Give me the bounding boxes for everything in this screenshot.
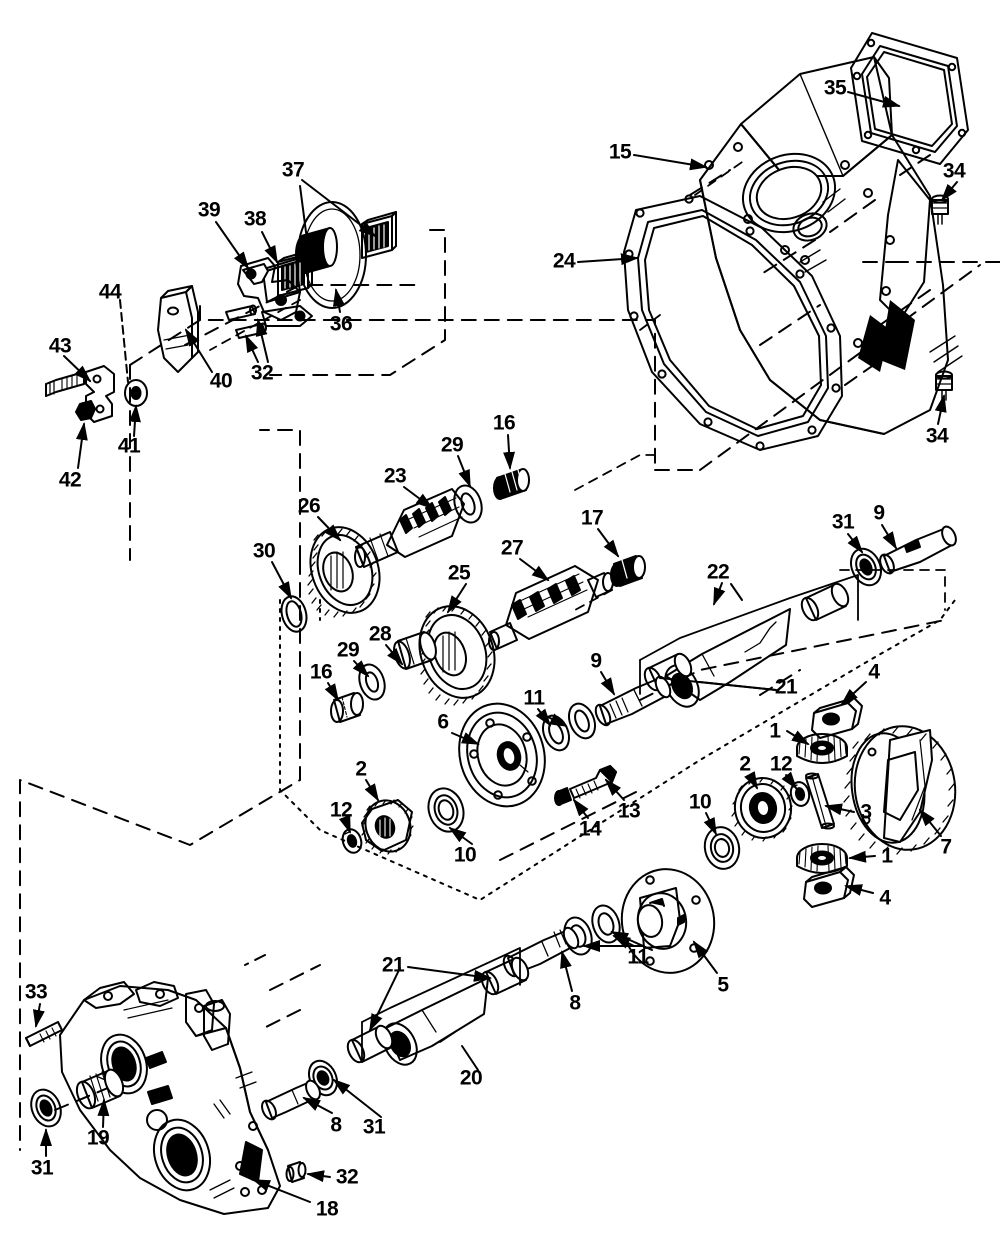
callout-13[interactable]: 13 xyxy=(617,799,641,823)
callout-14[interactable]: 14 xyxy=(578,817,602,841)
callout-1[interactable]: 1 xyxy=(881,844,893,868)
callout-32[interactable]: 32 xyxy=(335,1165,359,1189)
callout-3[interactable]: 3 xyxy=(860,800,872,824)
callout-27[interactable]: 27 xyxy=(500,536,524,560)
callout-41[interactable]: 41 xyxy=(117,434,141,458)
callout-10[interactable]: 10 xyxy=(688,790,712,814)
callout-24[interactable]: 24 xyxy=(552,249,576,273)
callout-33[interactable]: 33 xyxy=(24,980,48,1004)
callout-20[interactable]: 20 xyxy=(459,1066,483,1090)
callout-44[interactable]: 44 xyxy=(98,280,122,304)
callout-32[interactable]: 32 xyxy=(250,361,274,385)
callout-21[interactable]: 21 xyxy=(381,953,405,977)
callout-26[interactable]: 26 xyxy=(297,494,321,518)
callout-23[interactable]: 23 xyxy=(383,464,407,488)
callout-9[interactable]: 9 xyxy=(590,649,602,673)
callout-31[interactable]: 31 xyxy=(362,1115,386,1139)
callout-4[interactable]: 4 xyxy=(879,886,891,910)
callout-10[interactable]: 10 xyxy=(453,843,477,867)
callout-16[interactable]: 16 xyxy=(492,411,516,435)
callout-40[interactable]: 40 xyxy=(209,369,233,393)
callout-15[interactable]: 15 xyxy=(608,140,632,164)
callout-17[interactable]: 17 xyxy=(580,506,604,530)
callout-34[interactable]: 34 xyxy=(942,159,966,183)
callout-1[interactable]: 1 xyxy=(769,719,781,743)
callout-39[interactable]: 39 xyxy=(197,198,221,222)
callout-4[interactable]: 4 xyxy=(868,660,880,684)
callout-25[interactable]: 25 xyxy=(447,561,471,585)
callout-42[interactable]: 42 xyxy=(58,468,82,492)
callout-2[interactable]: 2 xyxy=(739,752,751,776)
callout-16[interactable]: 16 xyxy=(309,660,333,684)
callout-12[interactable]: 12 xyxy=(329,798,353,822)
callout-5[interactable]: 5 xyxy=(717,973,729,997)
callout-11[interactable]: 11 xyxy=(523,686,545,710)
callout-8[interactable]: 8 xyxy=(569,991,581,1015)
callout-12[interactable]: 12 xyxy=(769,752,793,776)
callout-43[interactable]: 43 xyxy=(48,334,72,358)
callout-8[interactable]: 8 xyxy=(330,1113,342,1137)
callout-21[interactable]: 21 xyxy=(774,675,798,699)
callout-37[interactable]: 37 xyxy=(281,158,305,182)
callout-30[interactable]: 30 xyxy=(252,539,276,563)
callout-38[interactable]: 38 xyxy=(243,207,267,231)
callout-22[interactable]: 22 xyxy=(706,560,730,584)
callout-28[interactable]: 28 xyxy=(368,622,392,646)
callout-7[interactable]: 7 xyxy=(940,835,952,859)
callout-29[interactable]: 29 xyxy=(336,638,360,662)
callout-19[interactable]: 19 xyxy=(86,1126,110,1150)
callout-9[interactable]: 9 xyxy=(873,501,885,525)
callout-6[interactable]: 6 xyxy=(437,710,449,734)
callout-31[interactable]: 31 xyxy=(831,510,855,534)
callout-35[interactable]: 35 xyxy=(823,76,847,100)
callout-2[interactable]: 2 xyxy=(355,757,367,781)
callout-36[interactable]: 36 xyxy=(329,312,353,336)
callout-29[interactable]: 29 xyxy=(440,433,464,457)
callout-11[interactable]: 11 xyxy=(627,945,649,969)
callout-18[interactable]: 18 xyxy=(315,1197,339,1221)
callout-31[interactable]: 31 xyxy=(30,1156,54,1180)
callout-34[interactable]: 34 xyxy=(925,424,949,448)
